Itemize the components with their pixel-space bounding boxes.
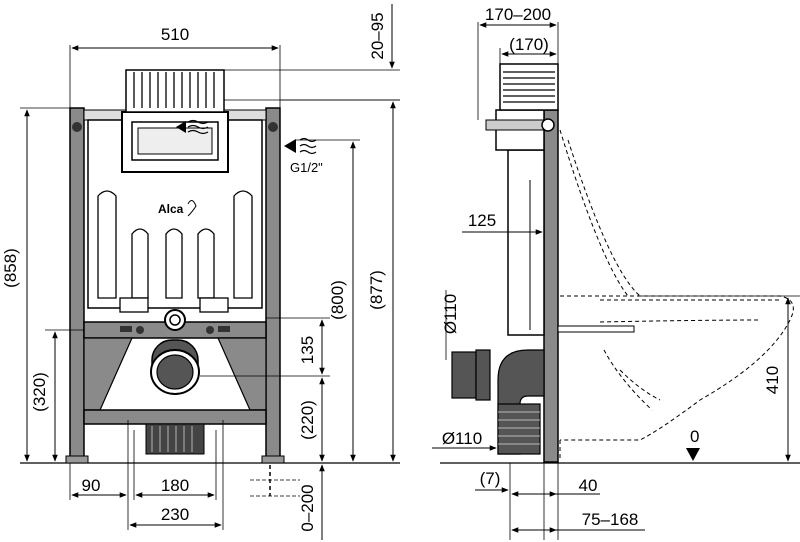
left-anchor-icon <box>72 122 82 132</box>
lower-crossbar <box>83 409 267 425</box>
dim-label-pipe-top: Ø110 <box>441 294 460 334</box>
dim-label-230: 230 <box>161 505 189 524</box>
zero-level-label: 0 <box>690 427 699 446</box>
side-view: 170–200 (170) 125 Ø110 Ø110 <box>432 5 800 540</box>
right-brace <box>217 337 267 411</box>
toilet-outline <box>559 129 794 460</box>
front-view: Alca 510 20 <box>1 4 400 540</box>
side-frame-post <box>543 109 559 463</box>
dim-label-180: 180 <box>161 476 189 495</box>
dim-label-0-200: 0–200 <box>298 484 317 531</box>
dim-label-170-200: 170–200 <box>485 5 551 24</box>
flush-plate-frame <box>125 69 225 113</box>
water-inlet-icon <box>284 137 317 155</box>
right-post <box>265 107 281 461</box>
dim-label-800: (800) <box>328 280 347 320</box>
flush-opening-panel <box>137 127 213 155</box>
dim-label-877: (877) <box>367 270 386 310</box>
brand-logo: Alca <box>158 202 184 216</box>
dim-label-40: 40 <box>579 476 598 495</box>
dim-label-858: (858) <box>1 248 20 288</box>
dim-label-125: 125 <box>468 211 496 230</box>
left-foot <box>65 455 89 464</box>
dim-label-pipe-bottom: Ø110 <box>442 429 482 448</box>
dim-label-170: (170) <box>509 35 549 54</box>
right-foot <box>261 455 285 464</box>
dim-label-510: 510 <box>161 25 189 44</box>
dim-label-320: (320) <box>30 372 49 412</box>
water-flow-icon <box>176 119 209 135</box>
brand-logo-mark <box>187 200 197 217</box>
dim-label-220: (220) <box>298 400 317 440</box>
dim-label-7: (7) <box>480 469 501 488</box>
right-anchor-icon <box>268 122 278 132</box>
left-brace <box>83 337 133 411</box>
dim-label-410: 410 <box>763 366 782 394</box>
dim-label-135: 135 <box>298 336 317 364</box>
bolt-left-icon <box>136 326 144 334</box>
water-inlet-label: G1/2" <box>290 160 323 175</box>
zero-level-icon <box>686 448 700 461</box>
bolt-right-icon <box>206 326 214 334</box>
side-pipe-top <box>451 351 477 399</box>
cistern-panels <box>97 190 253 313</box>
dim-label-90: 90 <box>82 476 101 495</box>
mounting-rod <box>557 325 635 333</box>
side-flush-plate <box>499 63 559 111</box>
dim-label-75-168: 75–168 <box>582 510 639 529</box>
side-cistern <box>507 149 545 336</box>
left-post <box>69 107 85 461</box>
dim-label-20-95: 20–95 <box>368 12 387 59</box>
drain-pipe <box>145 423 205 455</box>
